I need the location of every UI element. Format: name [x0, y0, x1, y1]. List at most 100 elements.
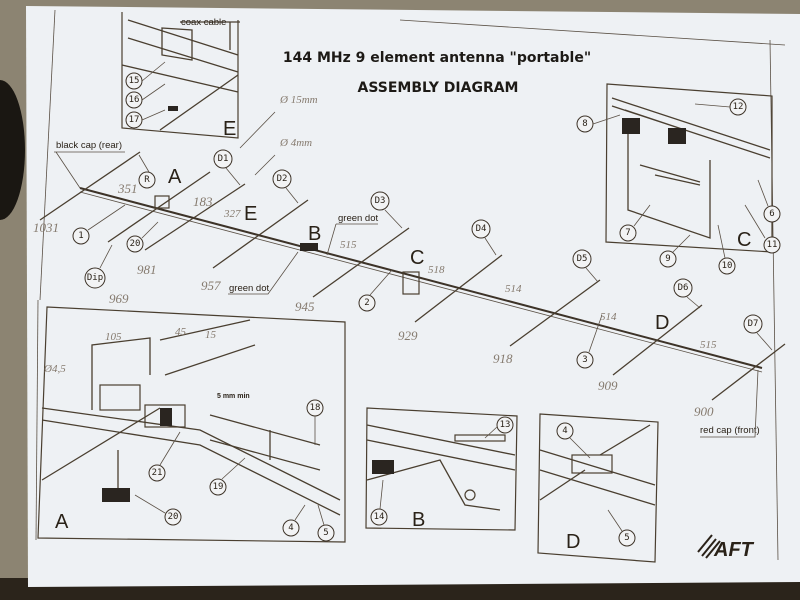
border-line — [769, 39, 779, 561]
svg-text:20: 20 — [168, 512, 179, 522]
red-cap-label: red cap (front) — [700, 425, 760, 436]
leader-line — [700, 369, 759, 438]
svg-text:16: 16 — [129, 95, 140, 105]
spacing-R: 351 — [117, 181, 138, 196]
svg-text:10: 10 — [722, 261, 733, 271]
callout-D6: D6 — [673, 278, 693, 298]
green-dot-label: green dot — [229, 283, 270, 294]
dipole-element — [107, 171, 211, 243]
inset-C: C 12 8 6 7 11 9 10 — [576, 83, 781, 275]
dimension-15: 15 — [205, 329, 217, 341]
svg-text:18: 18 — [310, 403, 321, 413]
handwritten-dimensions: 1031 351 183 327 981 969 957 515 945 518… — [33, 181, 717, 419]
callout-5: 5 — [618, 529, 636, 547]
svg-text:13: 13 — [500, 420, 511, 430]
spacing-D4: 518 — [428, 264, 445, 276]
leader-line — [54, 151, 125, 189]
diagram-title: 144 MHz 9 element antenna "portable" — [283, 50, 591, 66]
section-B-letter: B — [308, 223, 321, 245]
callout-21: 21 — [148, 464, 166, 482]
director-D4 — [414, 254, 503, 323]
inset-D-letter: D — [566, 531, 580, 553]
callout-15: 15 — [125, 72, 143, 90]
dimension-45: 45 — [175, 326, 187, 338]
inset-B-letter: B — [412, 509, 425, 531]
svg-text:Dip: Dip — [87, 273, 103, 283]
callout-19: 19 — [209, 478, 227, 496]
svg-text:D2: D2 — [277, 174, 288, 184]
length-D3: 945 — [295, 299, 315, 314]
callout-20: 20 — [164, 508, 182, 526]
shadow — [0, 80, 25, 220]
callout-17: 17 — [125, 111, 143, 129]
director-D1 — [144, 183, 246, 251]
svg-text:1: 1 — [78, 231, 83, 241]
callout-14: 14 — [370, 508, 388, 526]
svg-text:5: 5 — [323, 528, 328, 538]
length-D4: 929 — [398, 328, 418, 343]
callout-D5: D5 — [572, 249, 592, 269]
callout-13: 13 — [496, 416, 514, 434]
border-line — [35, 299, 39, 541]
section-E-letter: E — [244, 203, 257, 225]
callout-10: 10 — [718, 257, 736, 275]
director-D5 — [509, 279, 601, 347]
inset-E-letter: E — [223, 118, 236, 140]
svg-text:2: 2 — [364, 298, 369, 308]
svg-text:D7: D7 — [748, 319, 759, 329]
logo-text: AFT — [713, 539, 755, 561]
length-dip: 969 — [109, 291, 129, 306]
dimension-105: 105 — [105, 331, 122, 343]
callout-7: 7 — [619, 224, 637, 242]
svg-text:7: 7 — [625, 228, 630, 238]
callout-R: R — [138, 171, 156, 189]
border-line — [39, 9, 56, 301]
svg-text:4: 4 — [288, 523, 293, 533]
callout-4: 4 — [556, 422, 574, 440]
svg-text:20: 20 — [130, 239, 141, 249]
callout-9: 9 — [659, 250, 677, 268]
note-line — [254, 154, 276, 176]
svg-text:D5: D5 — [577, 254, 588, 264]
svg-text:5: 5 — [624, 533, 629, 543]
callout-8: 8 — [576, 115, 594, 133]
spacing-D5: 514 — [505, 283, 522, 295]
callout-20: 20 — [126, 235, 144, 253]
svg-text:6: 6 — [769, 209, 774, 219]
callout-D1: D1 — [213, 149, 233, 169]
callout-1: 1 — [72, 227, 90, 245]
min-gap-label: 5 mm min — [217, 393, 250, 400]
director-D2 — [212, 199, 309, 269]
inset-B: B 13 14 — [365, 407, 518, 531]
callout-3: 3 — [576, 351, 594, 369]
svg-text:D4: D4 — [476, 224, 487, 234]
elements — [39, 151, 786, 401]
callout-12: 12 — [729, 98, 747, 116]
spacing-D6: 514 — [600, 311, 617, 323]
svg-text:14: 14 — [374, 512, 385, 522]
diagram-subtitle: ASSEMBLY DIAGRAM — [358, 80, 519, 96]
inset-D: D 4 5 — [537, 413, 659, 563]
svg-text:4: 4 — [562, 426, 567, 436]
callout-11: 11 — [763, 236, 781, 254]
length-D5: 918 — [493, 351, 513, 366]
length-R: 1031 — [33, 220, 59, 235]
section-A-letter: A — [168, 166, 182, 188]
callout-2: 2 — [358, 294, 376, 312]
dimension-diameter: Ø4,5 — [43, 363, 66, 375]
svg-text:11: 11 — [767, 240, 778, 250]
callout-16: 16 — [125, 91, 143, 109]
callout-18: 18 — [306, 399, 324, 417]
coax-cable-label: coax cable — [181, 17, 226, 28]
length-D1: 981 — [137, 262, 157, 277]
svg-text:9: 9 — [665, 254, 670, 264]
inset-A-letter: A — [55, 511, 69, 533]
callout-leaders — [87, 154, 773, 353]
director-D6 — [612, 304, 703, 376]
leader-line — [228, 251, 299, 295]
svg-text:12: 12 — [733, 102, 744, 112]
callout-D4: D4 — [471, 219, 491, 239]
svg-text:3: 3 — [582, 355, 587, 365]
svg-text:D6: D6 — [678, 283, 689, 293]
